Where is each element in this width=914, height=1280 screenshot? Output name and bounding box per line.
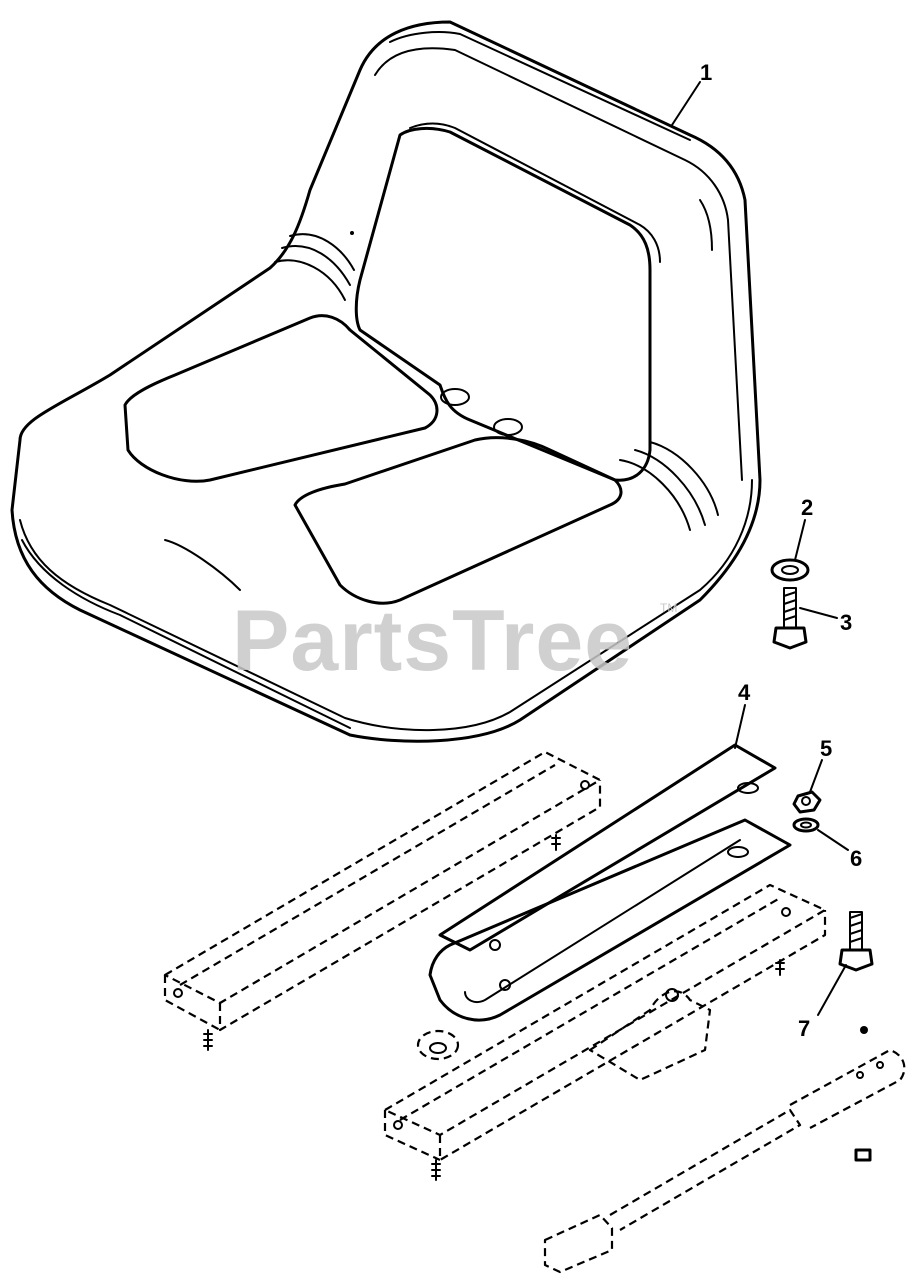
seat-skirt-2 [21, 539, 351, 729]
watermark: PartsTree TM [232, 593, 677, 689]
right-slide-rail [383, 883, 827, 1181]
leader-3 [799, 607, 838, 619]
callout-1: 1 [700, 60, 712, 85]
bracket-inner-edge [464, 839, 741, 1003]
bracket-hole-2 [499, 979, 511, 991]
lever-handle [543, 1213, 614, 1274]
backrest-panel-top [409, 122, 661, 263]
left-rail-top [163, 750, 602, 1005]
right-rail-side [438, 910, 827, 1162]
latch-plate-hole [665, 988, 679, 1002]
right-rib-1 [619, 459, 691, 531]
left-rib-2 [281, 245, 351, 286]
knob-outline [416, 1029, 460, 1061]
lever-pin [860, 1026, 868, 1034]
right-rail-spring-2 [775, 959, 785, 976]
bolt-3-head [772, 626, 808, 650]
callout-4: 4 [738, 680, 751, 705]
leader-6 [817, 829, 849, 851]
seat-drawing [10, 20, 762, 743]
adjust-knob [416, 1029, 460, 1061]
bracket-slot-1 [737, 782, 759, 794]
bracket-hole-1 [489, 939, 501, 951]
front-contour [164, 539, 241, 591]
bolt-7-drawing [838, 911, 874, 972]
lever-end [789, 1048, 906, 1129]
watermark-text: PartsTree [232, 593, 633, 689]
right-rail-hole-2 [781, 907, 791, 917]
bolt-7-head [838, 948, 874, 972]
bolt-7-thread [849, 913, 863, 943]
bracket-upper-arm [438, 743, 777, 952]
side-contour [699, 199, 713, 251]
left-rail-end [163, 975, 221, 1031]
left-rail-spring-2 [551, 834, 561, 851]
adjust-lever [543, 1026, 906, 1274]
right-rib-3 [649, 441, 719, 516]
callout-5: 5 [820, 736, 832, 761]
leader-1 [671, 81, 701, 126]
backrest-rim [389, 31, 691, 141]
left-rib-3 [289, 233, 355, 271]
seat-hole-2 [493, 418, 523, 436]
backrest-panel [354, 126, 652, 482]
seat-skirt [19, 479, 753, 732]
nut-5-hole [801, 796, 811, 806]
leader-2 [794, 519, 806, 561]
lever-hole-1 [856, 1071, 864, 1079]
left-rib-1 [274, 259, 346, 301]
left-rail-hole-2 [580, 780, 590, 790]
seat-hole-1 [440, 388, 470, 406]
left-slide-rail [163, 750, 602, 1051]
washer-2-outer [770, 558, 810, 582]
callout-6: 6 [850, 846, 862, 871]
right-rail-end [383, 1110, 441, 1162]
washer-6-drawing [792, 817, 820, 833]
callout-7: 7 [798, 1016, 810, 1041]
left-rail-hole [173, 988, 183, 998]
seat-dot [350, 231, 354, 235]
bracket-slot-2 [727, 846, 749, 858]
right-rail-hole [393, 1120, 403, 1130]
leader-5 [809, 759, 823, 793]
right-rail-inner [399, 897, 781, 1121]
lever-hole-2 [876, 1061, 884, 1069]
callout-3: 3 [840, 610, 852, 635]
washer-6-outer [792, 817, 820, 833]
leader-4 [734, 704, 746, 749]
right-cushion [293, 436, 623, 605]
nut-5-drawing [792, 790, 822, 814]
backrest-rim-inner [374, 47, 743, 481]
nut-5-body [792, 790, 822, 814]
latch-plate [588, 988, 712, 1082]
watermark-trademark: TM [660, 601, 677, 615]
knob-center [429, 1042, 447, 1054]
left-rail-side [218, 780, 602, 1032]
bracket-lower-arm [428, 818, 792, 1022]
left-rail-spring [203, 1029, 213, 1051]
callout-2: 2 [801, 495, 813, 520]
left-cushion [123, 314, 439, 483]
latch-plate-outline [588, 990, 712, 1082]
right-rail-spring [431, 1159, 441, 1181]
leader-7 [817, 964, 847, 1016]
lever-shaft [609, 1108, 802, 1231]
seat-bracket-drawing [428, 743, 792, 1022]
callout-labels: 1 2 3 4 5 6 7 [700, 60, 862, 1041]
bolt-3-drawing [772, 587, 808, 650]
lever-screw [854, 1148, 872, 1162]
washer-2-inner [781, 565, 799, 575]
leader-lines [671, 81, 849, 1016]
washer-6-inner [800, 821, 812, 829]
right-rib-2 [634, 449, 706, 526]
left-rail-inner [179, 764, 556, 986]
washer-2-drawing [770, 558, 810, 582]
bolt-3-thread [783, 591, 797, 621]
